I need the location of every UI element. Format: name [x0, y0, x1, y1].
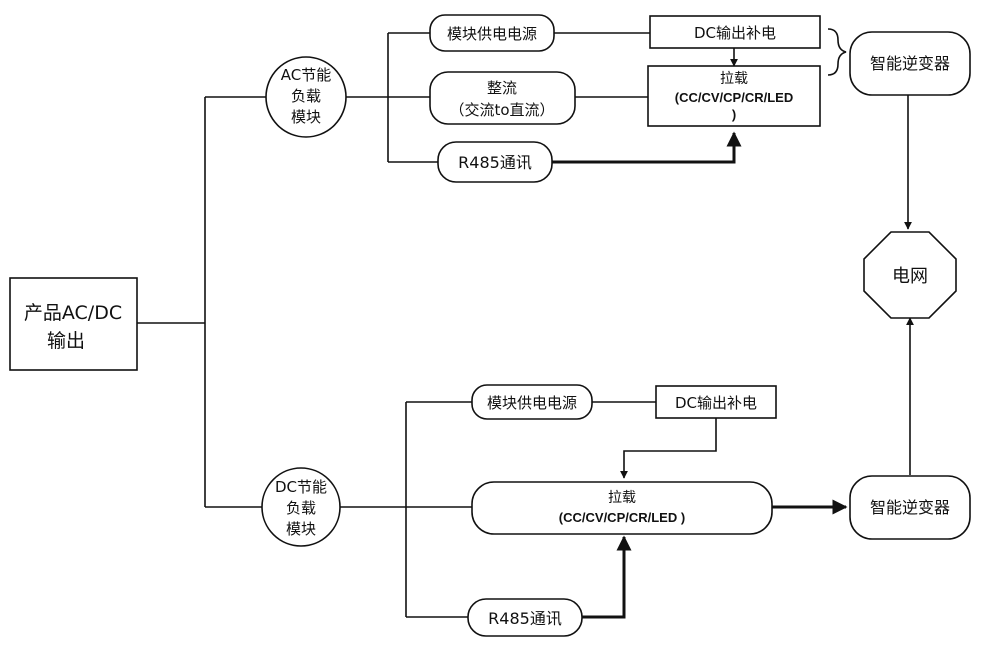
- ac-load-modes-line1: (CC/CV/CP/CR/LED: [675, 90, 793, 105]
- ac-rectifier-box: 整流 （交流to直流）: [429, 71, 576, 125]
- ac-module-label-line1: AC节能: [281, 66, 331, 84]
- dc-aux-label: DC输出补电: [675, 394, 757, 412]
- connectors: [137, 28, 914, 619]
- grid-node: 电网: [863, 231, 957, 319]
- ac-rs485-box: R485通讯: [437, 141, 553, 183]
- ac-rectifier-label-line1: 整流: [487, 79, 517, 97]
- ac-inverter-label: 智能逆变器: [870, 54, 950, 73]
- source-box: 产品AC/DC 输出: [9, 277, 138, 371]
- dc-aux-box: DC输出补电: [655, 385, 777, 419]
- dc-inverter-box: 智能逆变器: [849, 475, 971, 540]
- dc-aux-arrow: [620, 418, 717, 479]
- curly-brace: [827, 28, 847, 76]
- dc-inverter-label: 智能逆变器: [870, 498, 950, 517]
- ac-dc-aux-box: DC输出补电: [649, 15, 821, 49]
- dc-module-node: DC节能 负载 模块: [261, 467, 341, 547]
- source-label-line1: 产品AC/DC: [24, 302, 122, 324]
- ac-dc-aux-label: DC输出补电: [694, 24, 776, 42]
- ac-module-label-line3: 模块: [291, 108, 321, 126]
- ac-load-title: 拉载: [720, 71, 748, 87]
- dc-rs485-box: R485通讯: [467, 598, 583, 637]
- grid-label: 电网: [892, 266, 928, 287]
- dc-module-label-line1: DC节能: [275, 478, 327, 496]
- ac-load-box: 拉载 (CC/CV/CP/CR/LED ): [647, 65, 821, 127]
- ac-rs485-label: R485通讯: [458, 153, 532, 172]
- source-label-line2: 输出: [47, 330, 85, 352]
- ac-power-supply-label: 模块供电电源: [447, 25, 537, 43]
- dc-module-label-line2: 负载: [286, 499, 316, 517]
- ac-rs485-arrow: [552, 131, 742, 164]
- dc-rs485-arrow: [582, 535, 632, 619]
- dc-load-box: 拉载 (CC/CV/CP/CR/LED ): [471, 481, 773, 535]
- dc-load-title: 拉载: [608, 490, 636, 506]
- ac-load-modes-line2: ): [732, 107, 736, 122]
- dc-load-modes: (CC/CV/CP/CR/LED ): [559, 510, 685, 525]
- dc-rs485-label: R485通讯: [488, 609, 562, 628]
- dc-power-supply-label: 模块供电电源: [487, 394, 577, 412]
- dc-module-label-line3: 模块: [286, 520, 316, 538]
- ac-inverter-box: 智能逆变器: [849, 31, 971, 96]
- ac-power-supply-box: 模块供电电源: [429, 14, 555, 52]
- ac-module-label-line2: 负载: [291, 87, 321, 105]
- ac-module-node: AC节能 负载 模块: [265, 56, 347, 138]
- dc-power-supply-box: 模块供电电源: [471, 384, 593, 420]
- ac-rectifier-label-line2: （交流to直流）: [449, 101, 554, 119]
